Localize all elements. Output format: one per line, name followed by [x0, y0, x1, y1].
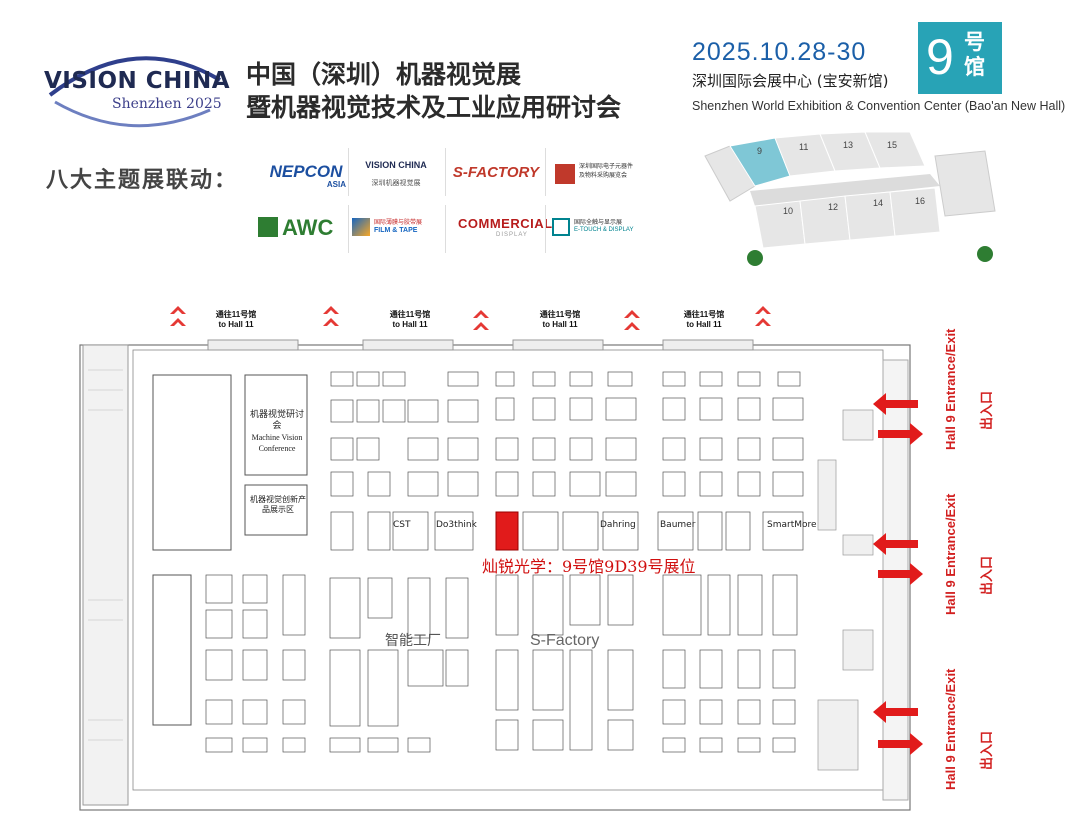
minimap-hall-12: 12 [828, 202, 838, 212]
commercial-display-logo: COMMERCIAL DISPLAY [458, 214, 553, 252]
event-date: 2025.10.28-30 [692, 38, 867, 66]
metro-icon [747, 250, 763, 266]
exit-cn-1: 出入口 [979, 390, 994, 430]
arrow-right-icon [878, 423, 923, 445]
hall-suffix: 号馆 [964, 30, 985, 79]
arrow-right-icon [878, 563, 923, 585]
arrow-right-icon [878, 733, 923, 755]
conference-cn: 机器视觉研讨会 [249, 410, 304, 431]
arrow-left-icon [873, 533, 918, 555]
components-expo-logo: 深圳国际电子元器件 及物料采购展览会 [555, 160, 655, 198]
film-tape-line2: FILM & TAPE [374, 227, 418, 234]
venue-cn: 深圳国际会展中心 (宝安新馆) [692, 72, 889, 90]
etouch-display-logo: 国际全触与显示展 E-TOUCH & DISPLAY [552, 214, 652, 252]
etouch-line2: E-TOUCH & DISPLAY [574, 227, 634, 233]
minimap-hall-14: 14 [873, 198, 883, 208]
smart-factory-zone-label: 智能工厂 [385, 633, 441, 649]
stand-label-smartmore[interactable]: SmartMore [767, 520, 817, 530]
vision-china-small-logo: VISION CHINA 深圳机器视觉展 [350, 156, 442, 194]
page-title-line2: 暨机器视觉技术及工业应用研讨会 [246, 93, 622, 122]
components-logo-line2: 及物料采购展览会 [579, 173, 628, 179]
film-tape-logo-icon [352, 218, 370, 236]
entrance-exit-1[interactable]: Hall 9 Entrance/Exit 出入口 [943, 329, 1004, 460]
logo-text: VISION CHINA [44, 68, 231, 94]
film-tape-logo: 国际薄膜与胶带展 FILM & TAPE [352, 214, 448, 252]
minimap-hall-10: 10 [783, 206, 793, 216]
chevron-up-icon [755, 306, 771, 326]
exit-cn-3: 出入口 [979, 730, 994, 770]
sfactory-zone-label: S-Factory [530, 632, 600, 649]
minimap-hall-13: 13 [843, 140, 853, 150]
booth-9d39-highlight[interactable] [495, 511, 519, 551]
chevron-up-icon [323, 306, 339, 326]
arrow-left-icon [873, 701, 918, 723]
entrance-exit-3[interactable]: Hall 9 Entrance/Exit 出入口 [943, 669, 1004, 800]
exit-en-1: Hall 9 Entrance/Exit [943, 328, 958, 450]
awc-logo-icon [258, 217, 278, 237]
exit-en-3: Hall 9 Entrance/Exit [943, 668, 958, 790]
conference-en: Machine Vision Conference [251, 433, 303, 453]
components-logo-icon [555, 164, 575, 184]
canrui-booth-label: 灿锐光学：9号馆9D39号展位 [482, 557, 696, 576]
awc-logo-text: AWC [282, 215, 334, 240]
vision-china-small-sub: 深圳机器视觉展 [371, 180, 421, 187]
nepcon-logo-sub: ASIA [326, 180, 346, 189]
exit-en-2: Hall 9 Entrance/Exit [943, 493, 958, 615]
metro-icon-2 [977, 246, 993, 262]
innovation-area-label: 机器视觉创新产品展示区 [250, 495, 306, 514]
exit-cn-2: 出入口 [979, 555, 994, 595]
stand-label-do3think[interactable]: Do3think [436, 520, 477, 530]
logo-arc-icon [48, 56, 222, 128]
chevron-up-icon [473, 310, 489, 330]
components-logo-line1: 深圳国际电子元器件 [579, 164, 634, 170]
page-title-line1: 中国（深圳）机器视觉展 [246, 60, 522, 89]
etouch-logo-icon [552, 218, 570, 236]
chevron-up-icon [170, 306, 186, 326]
stand-label-cst[interactable]: CST [393, 520, 411, 530]
entrance-exit-2[interactable]: Hall 9 Entrance/Exit 出入口 [943, 494, 1004, 625]
minimap-hall-9: 9 [757, 146, 762, 156]
commercial-display-text: COMMERCIAL [458, 216, 553, 231]
minimap-hall-15: 15 [887, 140, 897, 150]
minimap-hall-16: 16 [915, 196, 925, 206]
hall-badge: 9 号馆 [918, 22, 1002, 94]
theme-shows-label: 八大主题展联动： [46, 168, 239, 193]
venue-en: Shenzhen World Exhibition & Convention C… [692, 99, 1066, 113]
hall9-floorplan [79, 306, 923, 811]
nepcon-logo: NEPCON ASIA [260, 160, 352, 198]
sfactory-logo: S-FACTORY [450, 160, 542, 198]
hall-number: 9 [926, 29, 954, 85]
etouch-line1: 国际全触与显示展 [574, 220, 623, 226]
film-tape-line1: 国际薄膜与胶带展 [374, 220, 423, 226]
commercial-display-sub: DISPLAY [496, 232, 528, 238]
arrow-left-icon [873, 393, 918, 415]
sfactory-logo-text: S-FACTORY [452, 164, 540, 181]
vision-china-logo [40, 40, 230, 130]
stand-label-dahring[interactable]: Dahring [600, 520, 636, 530]
awc-logo: AWC [258, 213, 350, 251]
stand-label-baumer[interactable]: Baumer [660, 520, 696, 530]
logo-subtext: Shenzhen 2025 [112, 96, 222, 112]
conference-area-label: 机器视觉研讨会 Machine Vision Conference [246, 410, 308, 454]
vision-china-small-text: VISION CHINA [365, 160, 427, 170]
nepcon-logo-text: NEPCON [269, 162, 343, 181]
venue-minimap: 9 11 13 15 10 12 14 16 [704, 131, 996, 266]
minimap-hall-11: 11 [799, 142, 808, 152]
chevron-up-icon [624, 310, 640, 330]
